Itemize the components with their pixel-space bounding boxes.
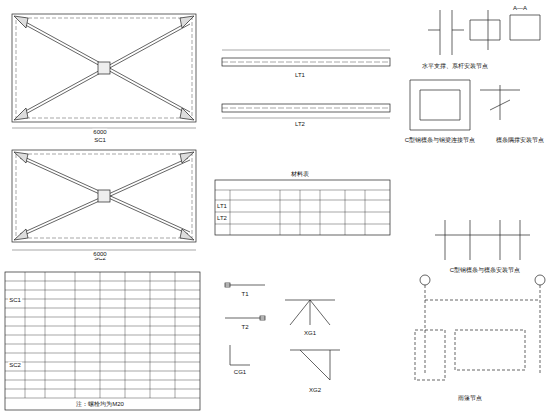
drawing-label: A—A: [512, 5, 528, 12]
drawing-label: SC1: [93, 137, 107, 144]
drawing-label: 檩条隅撑安装节点: [495, 137, 545, 144]
drawing-label: 水平支撑、系杆安装节点: [421, 63, 489, 70]
drawing-label: XG2: [308, 387, 322, 394]
drawing-label: 雨篷节点: [457, 395, 483, 402]
drawing-label: C型钢檩条与钢梁连接节点: [404, 137, 476, 144]
drawing-label: SC2: [8, 362, 22, 369]
drawing-label: 材料表: [290, 171, 310, 178]
drawing-label: SC1: [8, 297, 22, 304]
drawing-label: 6000: [92, 251, 107, 258]
drawing-label: 6000: [92, 129, 107, 136]
drawing-label: CG1: [233, 369, 247, 376]
drawing-label: LT1: [216, 203, 228, 210]
drawing-label: 注：螺栓均为M20: [75, 401, 125, 408]
drawing-label: XG1: [303, 330, 317, 337]
drawing-label: LT2: [294, 121, 306, 128]
drawing-label: T2: [240, 324, 249, 331]
drawing-label: LT1: [294, 72, 306, 79]
drawing-label: T1: [240, 291, 249, 298]
drawing-label: LT2: [216, 215, 228, 222]
drawing-label: C型钢檩条与檩条安装节点: [449, 267, 521, 274]
